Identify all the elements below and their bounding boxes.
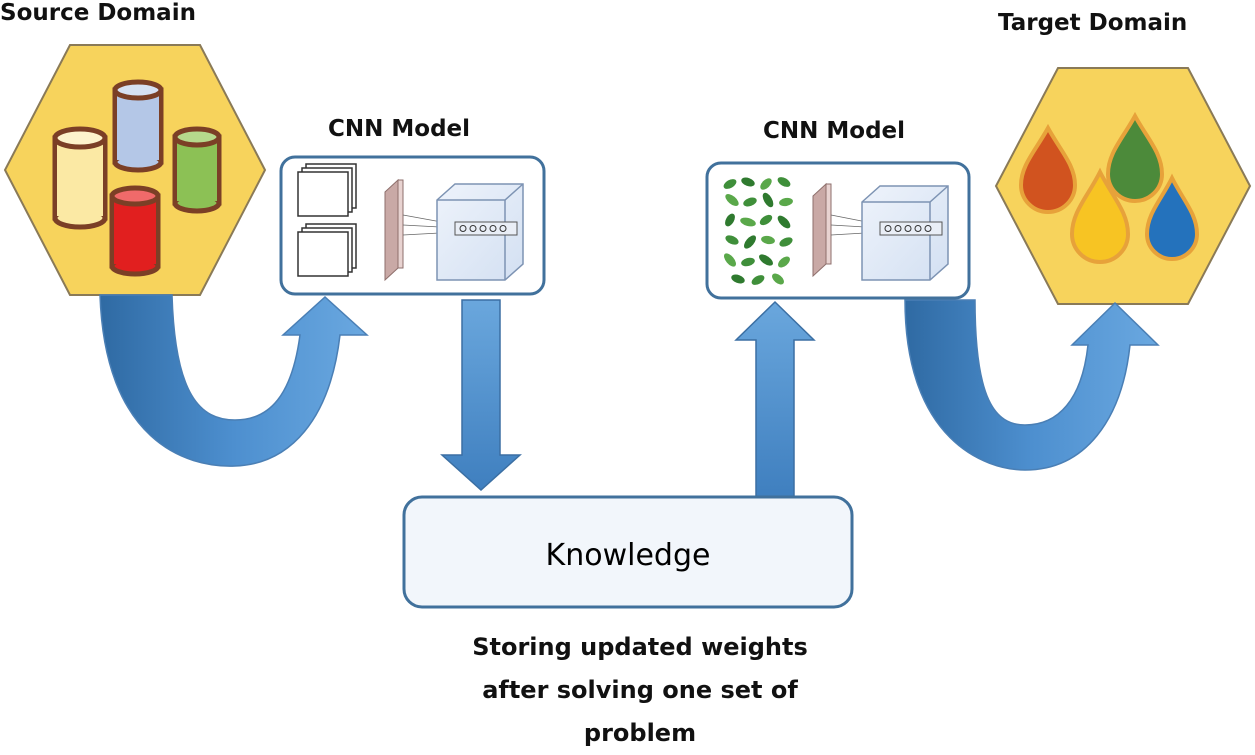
- image-stack-icon: [297, 163, 357, 277]
- database-cylinders-icon: [52, 79, 222, 277]
- arrow-cnn-to-target: [904, 299, 1160, 471]
- leaf-grid-icon: [723, 177, 793, 285]
- cylinder-green: [172, 126, 222, 214]
- caption-line: Storing updated weights: [472, 633, 808, 661]
- cnn-model-left-box: [279, 155, 546, 296]
- target-domain-hexagon: [994, 67, 1252, 305]
- caption-line: after solving one set of: [482, 676, 798, 704]
- knowledge-label: Knowledge: [545, 538, 711, 573]
- drop-orange: [1018, 123, 1078, 214]
- arrow-knowledge-to-cnn: [734, 300, 816, 498]
- source-domain-hexagon: [3, 44, 267, 296]
- cylinder-yellow: [52, 126, 108, 230]
- cnn-model-right-title: CNN Model: [763, 118, 906, 144]
- arrow-cnn-to-knowledge: [440, 299, 522, 492]
- knowledge-caption: Storing updated weights after solving on…: [400, 626, 880, 755]
- drop-blue: [1144, 173, 1200, 261]
- arrow-source-to-cnn: [99, 294, 369, 467]
- caption-line: problem: [583, 719, 697, 747]
- cylinder-blue: [112, 79, 164, 173]
- conv-layer-cube-icon: [812, 182, 949, 281]
- cnn-model-right-box: [705, 161, 971, 300]
- drop-yellow: [1069, 167, 1131, 264]
- conv-layer-cube-icon: [384, 178, 524, 282]
- cylinder-red: [109, 185, 161, 277]
- target-domain-title: Target Domain: [998, 10, 1188, 36]
- knowledge-box: [402, 495, 854, 609]
- source-domain-title: Source Domain: [0, 0, 196, 26]
- paint-drops-icon: [1018, 111, 1200, 264]
- cnn-model-left-title: CNN Model: [328, 116, 471, 142]
- drop-green: [1105, 111, 1165, 203]
